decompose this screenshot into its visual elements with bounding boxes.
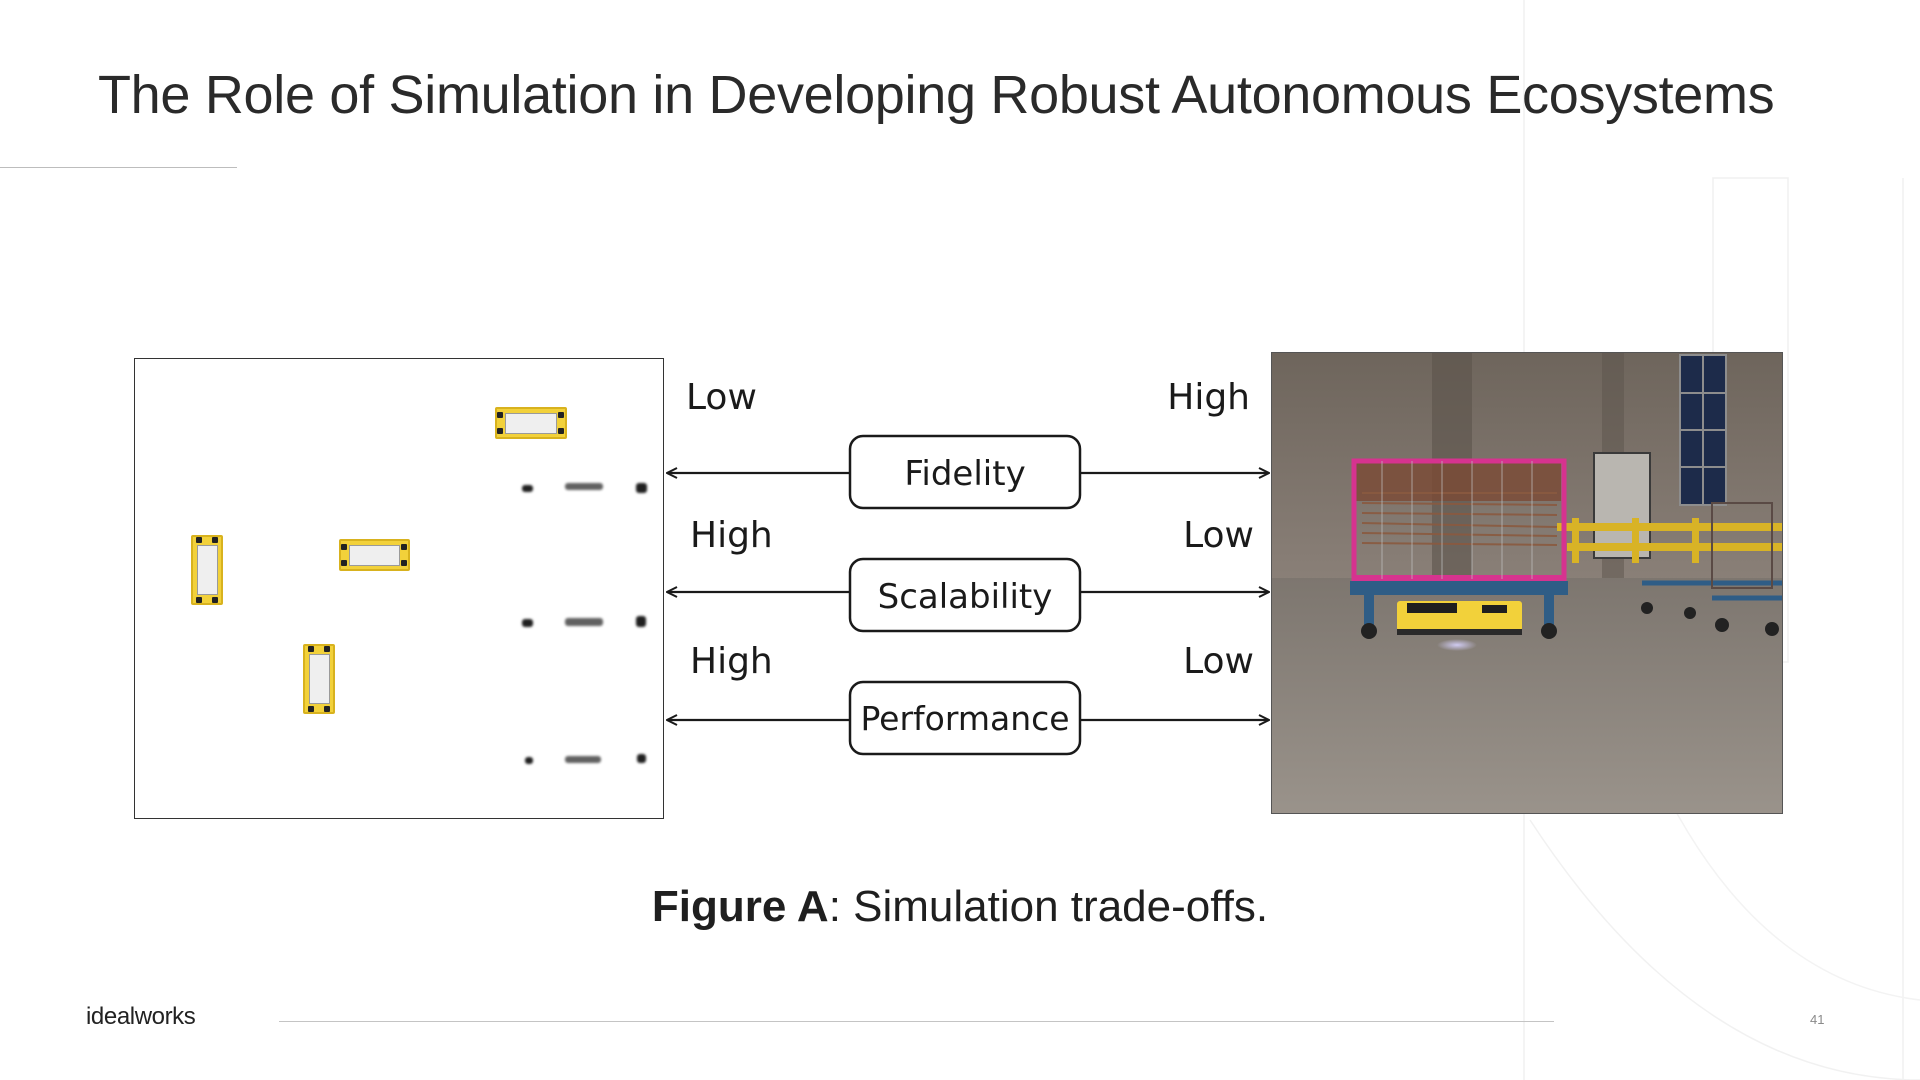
performance-right-value: Low (1183, 641, 1254, 682)
scalability-left-value: High (690, 515, 773, 556)
fidelity-right-value: High (1167, 377, 1250, 418)
cart-marker (565, 618, 603, 626)
fidelity-label: Fidelity (904, 454, 1025, 494)
cart-marker (522, 485, 533, 492)
cart-marker (525, 757, 533, 764)
page-number: 41 (1810, 1012, 1825, 1027)
low-fidelity-sim-view (134, 358, 664, 819)
title-divider (0, 167, 237, 168)
robot-top-view (495, 407, 567, 439)
cart-marker (637, 754, 646, 763)
robot-top-view (339, 539, 410, 571)
scalability-label: Scalability (878, 577, 1053, 617)
performance-box (848, 680, 1082, 756)
fidelity-left-value: Low (686, 377, 757, 418)
cart-marker (565, 756, 601, 763)
robot-top-view (303, 644, 335, 714)
figure-caption: Figure A: Simulation trade-offs. (0, 882, 1920, 932)
fidelity-box (848, 434, 1082, 510)
cart-marker (636, 616, 646, 627)
warehouse-scene-image (1272, 353, 1782, 813)
robot-top-view (191, 535, 223, 605)
window (1679, 354, 1727, 506)
tradeoff-diagram: Fidelity Low High Scalability High Low P… (660, 377, 1280, 756)
caption-bold: Figure A (651, 882, 829, 931)
cage-cart (1350, 458, 1568, 639)
cart-marker (522, 619, 533, 627)
high-fidelity-render-view (1271, 352, 1783, 814)
scalability-box (848, 557, 1082, 633)
cart-marker (565, 483, 603, 490)
performance-left-value: High (690, 641, 773, 682)
scalability-right-value: Low (1183, 515, 1254, 556)
performance-label: Performance (860, 699, 1069, 738)
company-logo: idealworks (86, 1003, 196, 1030)
slide-title: The Role of Simulation in Developing Rob… (98, 65, 1775, 125)
cart-marker (636, 483, 647, 493)
amr-robot (1397, 601, 1522, 651)
footer-divider (279, 1021, 1554, 1022)
caption-text: : Simulation trade-offs. (828, 882, 1269, 931)
